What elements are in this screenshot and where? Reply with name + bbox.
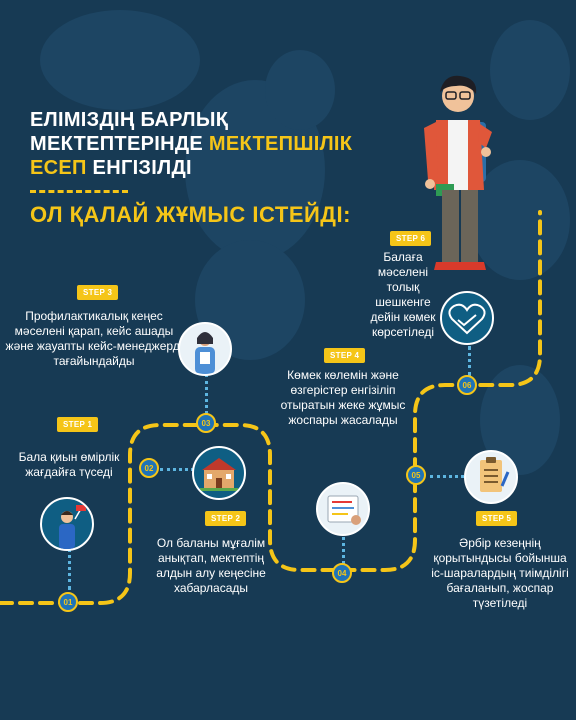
connector-step5 xyxy=(430,475,464,478)
connector-step3 xyxy=(205,374,208,414)
boy-illustration xyxy=(424,75,492,270)
title-line-2-highlight: МЕКТЕПШІЛІК xyxy=(208,133,353,155)
step-5-badge: STEP 5 xyxy=(476,511,518,526)
step-node-05: 05 xyxy=(406,465,426,485)
connector-step4 xyxy=(342,532,345,564)
title-line-1: ЕЛІМІЗДІҢ БАРЛЫҚ xyxy=(30,109,229,131)
work-plan-icon xyxy=(316,482,370,536)
connector-step6 xyxy=(468,346,471,376)
step-4-badge: STEP 4 xyxy=(324,348,366,363)
student-flag-icon xyxy=(40,497,94,551)
step-1-text: Бала қиын өмірлік жағдайға түседі xyxy=(18,450,120,479)
step-5-text: Әрбір кезеңнің қорытындысы бойынша іс-ша… xyxy=(431,536,569,610)
title-line-3-highlight: ЕСЕП xyxy=(30,157,87,179)
step-2-text: Ол баланы мұғалім анықтап, мектептің алд… xyxy=(156,536,266,595)
step-4-text: Көмек көлемін және өзгерістер енгізіліп … xyxy=(280,368,406,427)
connector-step1 xyxy=(68,548,71,590)
page-subtitle: ОЛ ҚАЛАЙ ЖҰМЫС ІСТЕЙДІ: xyxy=(30,202,351,227)
title-line-3-white: ЕНГІЗІЛДІ xyxy=(86,157,192,179)
case-manager-icon xyxy=(178,322,232,376)
title-line-2-white: МЕКТЕПТЕРІНДЕ xyxy=(30,133,209,155)
step-6-badge: STEP 6 xyxy=(390,231,432,246)
step-3-text: Профилактикалық кеңес мәселені қарап, ке… xyxy=(5,309,183,368)
connector-step2 xyxy=(160,468,194,471)
step-6-text: Балаға мәселені толық шешкенге дейін көм… xyxy=(370,250,436,339)
step-node-03: 03 xyxy=(196,413,216,433)
heart-handshake-icon xyxy=(440,291,494,345)
school-building-icon xyxy=(192,446,246,500)
step-node-01: 01 xyxy=(58,592,78,612)
step-2-badge: STEP 2 xyxy=(205,511,247,526)
step-1-badge: STEP 1 xyxy=(57,417,99,432)
step-node-04: 04 xyxy=(332,563,352,583)
title-divider xyxy=(30,190,128,193)
step-node-06: 06 xyxy=(457,375,477,395)
checklist-icon xyxy=(464,450,518,504)
step-3-badge: STEP 3 xyxy=(77,285,119,300)
step-node-02: 02 xyxy=(139,458,159,478)
page-title: ЕЛІМІЗДІҢ БАРЛЫҚ МЕКТЕПТЕРІНДЕ МЕКТЕПШІЛ… xyxy=(30,108,370,180)
